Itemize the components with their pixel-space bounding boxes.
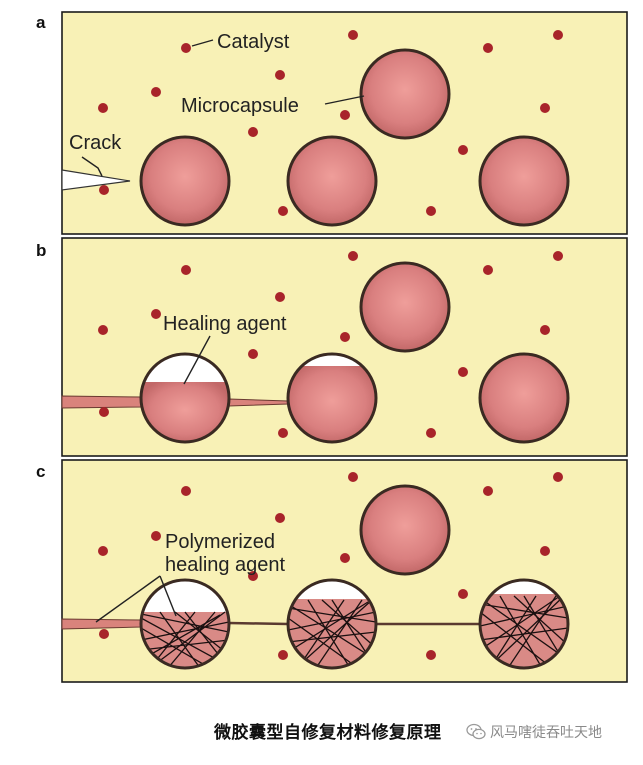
catalyst-dot (99, 185, 109, 195)
catalyst-dot (348, 30, 358, 40)
catalyst-dot (540, 325, 550, 335)
microcapsule-leader (324, 95, 365, 105)
catalyst-dot (151, 531, 161, 541)
microcapsule-label: Microcapsule (181, 95, 299, 117)
catalyst-dot (181, 265, 191, 275)
catalyst-dot (340, 553, 350, 563)
catalyst-dot (540, 103, 550, 113)
catalyst-leader (191, 39, 214, 47)
self-healing-diagram: a Catalyst Microcapsule (36, 11, 628, 683)
panel-b-label: b (36, 241, 46, 260)
microcapsule (139, 135, 231, 227)
catalyst-dot (348, 251, 358, 261)
catalyst-dot (99, 407, 109, 417)
catalyst-particles (98, 472, 563, 660)
catalyst-dot (553, 251, 563, 261)
catalyst-dot (248, 571, 258, 581)
catalyst-dot (458, 589, 468, 599)
polymerized-leader (159, 575, 177, 617)
catalyst-dot (278, 206, 288, 216)
catalyst-dot (553, 30, 563, 40)
panel-c-label: c (36, 462, 45, 481)
healing-agent-leader (183, 335, 211, 385)
catalyst-dot (275, 292, 285, 302)
crack (61, 169, 131, 191)
catalyst-dot (98, 546, 108, 556)
catalyst-dot (151, 309, 161, 319)
catalyst-particles (98, 251, 563, 438)
sealed-crack (61, 618, 142, 630)
catalyst-dot (458, 145, 468, 155)
polymerized-capsule (478, 578, 570, 670)
microcapsule (478, 352, 570, 444)
sealed-crack (228, 621, 289, 626)
catalyst-dot (426, 428, 436, 438)
catalyst-dot (348, 472, 358, 482)
catalyst-label: Catalyst (217, 31, 290, 53)
catalyst-particles (98, 30, 563, 216)
polymerized-label-line2: healing agent (165, 554, 286, 576)
panel-a: a Catalyst Microcapsule (36, 11, 628, 235)
catalyst-dot (99, 629, 109, 639)
catalyst-dot (426, 650, 436, 660)
ruptured-capsule (286, 352, 378, 444)
panel-c: c (36, 459, 628, 683)
catalyst-dot (483, 43, 493, 53)
catalyst-dot (458, 367, 468, 377)
polymerized-label-line1: Polymerized (165, 531, 275, 553)
panel-a-label: a (36, 13, 46, 32)
catalyst-dot (553, 472, 563, 482)
catalyst-dot (248, 127, 258, 137)
catalyst-dot (151, 87, 161, 97)
catalyst-dot (483, 265, 493, 275)
catalyst-dot (340, 332, 350, 342)
panel-b: b (36, 237, 628, 457)
figure-caption: 微胶囊型自修复材料修复原理 (214, 723, 442, 743)
catalyst-dot (181, 43, 191, 53)
catalyst-dot (278, 650, 288, 660)
microcapsule (478, 135, 570, 227)
catalyst-dot (98, 325, 108, 335)
microcapsule (359, 48, 451, 140)
microcapsule (359, 484, 451, 576)
watermark-text: 风马嗐徒吞吐天地 (490, 725, 602, 741)
ruptured-capsule (139, 352, 231, 444)
crack-leader (81, 156, 103, 177)
microcapsule (286, 135, 378, 227)
catalyst-dot (275, 513, 285, 523)
crack-label: Crack (69, 132, 122, 154)
watermark: 风马嗐徒吞吐天地 (466, 722, 602, 742)
polymerized-capsule (139, 578, 231, 670)
microcapsule (359, 261, 451, 353)
catalyst-dot (275, 70, 285, 80)
polymerized-leader (95, 575, 161, 623)
catalyst-dot (340, 110, 350, 120)
catalyst-dot (540, 546, 550, 556)
catalyst-dot (181, 486, 191, 496)
polymerized-capsule (286, 578, 378, 670)
catalyst-dot (98, 103, 108, 113)
catalyst-dot (426, 206, 436, 216)
crack-channel (61, 395, 142, 409)
catalyst-dot (278, 428, 288, 438)
catalyst-dot (248, 349, 258, 359)
catalyst-dot (483, 486, 493, 496)
healing-agent-label: Healing agent (163, 313, 287, 335)
wechat-icon (466, 723, 486, 740)
